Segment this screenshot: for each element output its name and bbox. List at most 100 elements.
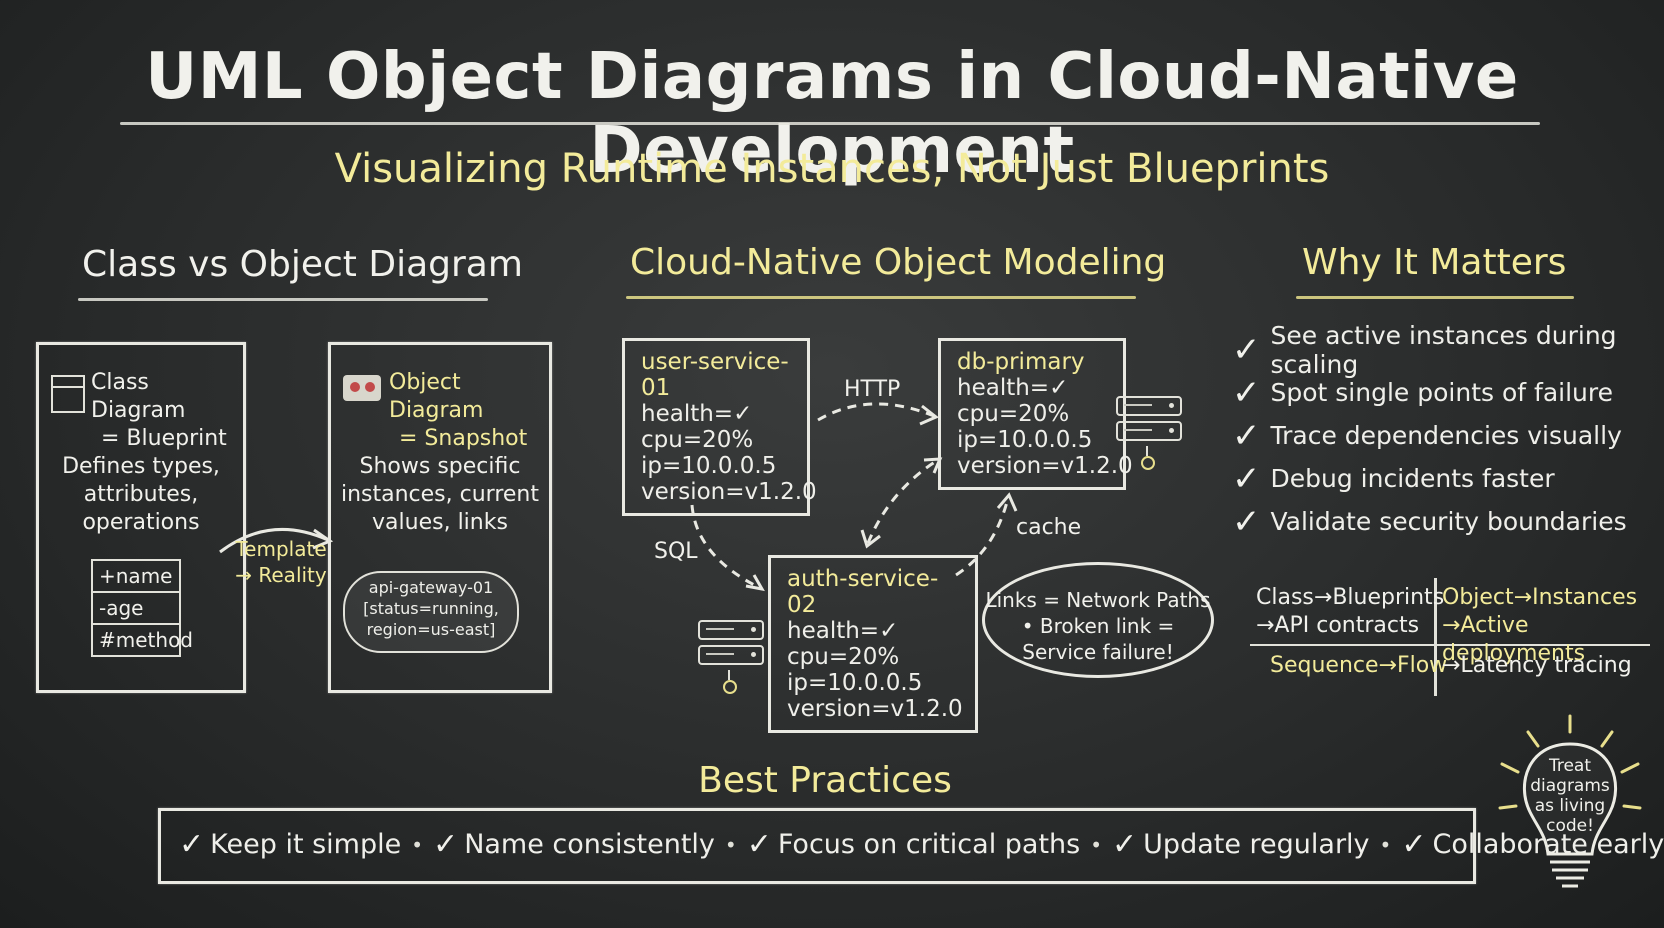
bulb-text: Treat diagrams as living code! — [1510, 756, 1630, 836]
why-item: ✓ Trace dependencies visually — [1232, 414, 1662, 457]
class-member: -age — [93, 593, 179, 625]
note-line: Service failure! — [1022, 640, 1174, 664]
check-icon: ✓ — [433, 827, 459, 862]
best-practices-box: ✓ Keep it simple • ✓ Name consistently •… — [158, 808, 1664, 884]
check-icon: ✓ — [1232, 329, 1261, 370]
service-cpu: cpu=20% — [787, 644, 900, 670]
why-item-text: Spot single points of failure — [1270, 378, 1613, 407]
template-label: Template — [235, 537, 327, 561]
class-desc-line: attributes, — [83, 482, 199, 507]
api-gateway-instance: api-gateway-01 [status=running, region=u… — [343, 571, 519, 653]
practice-item: Update regularly — [1143, 829, 1370, 860]
best-practices-list: ✓ Keep it simple • ✓ Name consistently •… — [179, 827, 1664, 862]
service-cpu: cpu=20% — [641, 427, 754, 453]
table-cell-line: →Active deployments — [1442, 613, 1586, 666]
service-ip: ip=10.0.0.5 — [787, 670, 923, 696]
note-line: Links = Network Paths — [985, 588, 1211, 612]
lightbulb-icon — [1498, 714, 1642, 888]
table-cell-line: Object→Instances — [1442, 585, 1638, 610]
check-icon: ✓ — [1232, 501, 1261, 542]
check-icon: ✓ — [179, 827, 205, 862]
check-icon: ✓ — [746, 827, 772, 862]
class-title-line2: = Blueprint — [101, 426, 227, 451]
object-diagram-title: Object Diagram = Snapshot — [389, 369, 549, 453]
bullet: • — [411, 832, 424, 857]
why-item: ✓ Validate security boundaries — [1232, 500, 1662, 543]
service-name: db-primary — [957, 349, 1085, 375]
why-item-text: Validate security boundaries — [1270, 507, 1627, 536]
check-icon: ✓ — [1232, 372, 1261, 413]
service-name: user-service-01 — [641, 349, 789, 401]
service-ip: ip=10.0.0.5 — [641, 453, 777, 479]
instance-attr: region=us-east] — [366, 620, 496, 639]
table-cell-line: Class→Blueprints — [1256, 585, 1445, 610]
class-desc-line: Defines types, — [62, 454, 220, 479]
best-practices-heading: Best Practices — [698, 760, 952, 801]
service-health: health=✓ — [957, 375, 1069, 401]
auth-service-box: auth-service-02 health=✓ cpu=20% ip=10.0… — [768, 555, 978, 733]
table-cell: Object→Instances →Active deployments — [1442, 584, 1650, 668]
class-members-table: +name -age #method — [91, 559, 193, 657]
why-list: ✓See active instances during scaling ✓Sp… — [1232, 321, 1662, 543]
table-cell-line: →API contracts — [1256, 613, 1420, 638]
bulb-text-line: code! — [1546, 816, 1594, 836]
why-item: ✓ Spot single points of failure — [1232, 371, 1662, 414]
note-line: • Broken link = — [1021, 614, 1175, 638]
class-diagram-icon — [51, 375, 85, 413]
why-item-text: See active instances during scaling — [1270, 320, 1617, 379]
instance-attr: [status=running, — [363, 599, 499, 618]
why-heading: Why It Matters — [1302, 242, 1567, 283]
service-links — [690, 402, 1018, 592]
why-item: ✓See active instances during scaling — [1232, 321, 1662, 379]
cache-link-label: cache — [1016, 515, 1082, 540]
bullet: • — [1379, 832, 1392, 857]
practice-item: Name consistently — [464, 829, 715, 860]
bulb-text-line: as living — [1534, 796, 1606, 816]
page-subtitle: Visualizing Runtime Instances, Not Just … — [334, 146, 1330, 192]
table-cell: Class→Blueprints →API contracts — [1256, 584, 1444, 640]
instance-name: api-gateway-01 — [368, 578, 494, 597]
class-title-line1: Class Diagram — [91, 370, 186, 423]
why-item: ✓ Debug incidents faster — [1232, 457, 1662, 500]
bulb-text-line: Treat — [1548, 756, 1592, 776]
service-version: version=v1.2.0 — [641, 479, 817, 505]
table-cell: Sequence→Flow — [1270, 653, 1448, 678]
reality-label: → Reality — [235, 563, 327, 587]
object-diagram-desc: Shows specific instances, current values… — [331, 453, 549, 537]
why-item-text: Trace dependencies visually — [1270, 421, 1622, 450]
why-item-text: Debug incidents faster — [1270, 464, 1555, 493]
why-underline — [1296, 296, 1574, 299]
class-desc-line: operations — [82, 510, 200, 535]
user-service-box: user-service-01 health=✓ cpu=20% ip=10.0… — [622, 338, 817, 516]
object-title-line1: Object Diagram — [389, 370, 484, 423]
class-member: +name — [93, 561, 179, 593]
object-title-line2: = Snapshot — [399, 426, 528, 451]
service-cpu: cpu=20% — [957, 401, 1070, 427]
check-icon: ✓ — [1232, 458, 1261, 499]
comparison-table: Class→Blueprints →API contracts Object→I… — [1250, 578, 1650, 698]
class-member: #method — [99, 628, 193, 652]
table-cell: →Latency tracing — [1442, 653, 1632, 678]
object-diagram-box: Object Diagram = Snapshot Shows specific… — [328, 342, 552, 693]
db-server-icon — [1116, 396, 1182, 470]
object-desc-line: Shows specific — [359, 454, 521, 479]
class-diagram-desc: Defines types, attributes, operations — [39, 453, 243, 537]
service-ip: ip=10.0.0.5 — [957, 427, 1093, 453]
db-primary-box: db-primary health=✓ cpu=20% ip=10.0.0.5 … — [938, 338, 1133, 490]
network-paths-note: Links = Network Paths • Broken link = Se… — [982, 562, 1214, 678]
check-icon: ✓ — [1112, 827, 1138, 862]
bullet: • — [1090, 832, 1103, 857]
bulb-text-line: diagrams — [1530, 776, 1610, 796]
auth-server-icon — [698, 620, 764, 694]
service-version: version=v1.2.0 — [787, 696, 963, 722]
check-icon: ✓ — [1232, 415, 1261, 456]
bullet: • — [724, 832, 737, 857]
service-name: auth-service-02 — [787, 566, 939, 618]
cloud-modeling-underline — [626, 296, 1136, 299]
class-vs-object-underline — [78, 298, 488, 301]
title-underline — [120, 122, 1540, 125]
http-link-label: HTTP — [844, 377, 901, 402]
cloud-modeling-heading: Cloud-Native Object Modeling — [630, 242, 1167, 283]
class-diagram-box: Class Diagram = Blueprint Defines types,… — [36, 342, 246, 693]
class-vs-object-heading: Class vs Object Diagram — [82, 244, 523, 285]
